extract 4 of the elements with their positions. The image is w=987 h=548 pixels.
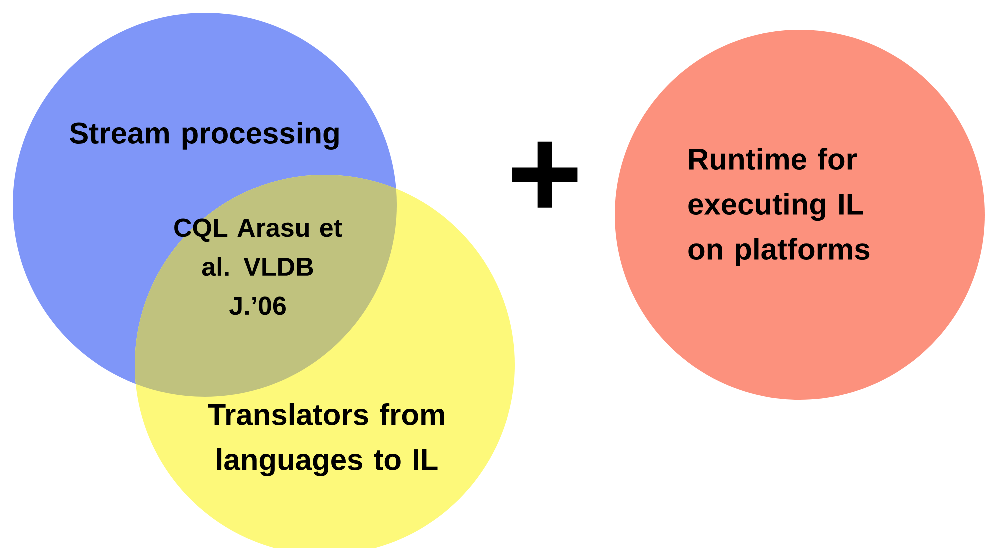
plus-sign: + [512,142,578,208]
circle-text: Runtime for executing IL on platforms [688,148,870,266]
circle-text: Translators from languages to IL [208,403,444,477]
circle-text: Stream processing [70,122,339,150]
